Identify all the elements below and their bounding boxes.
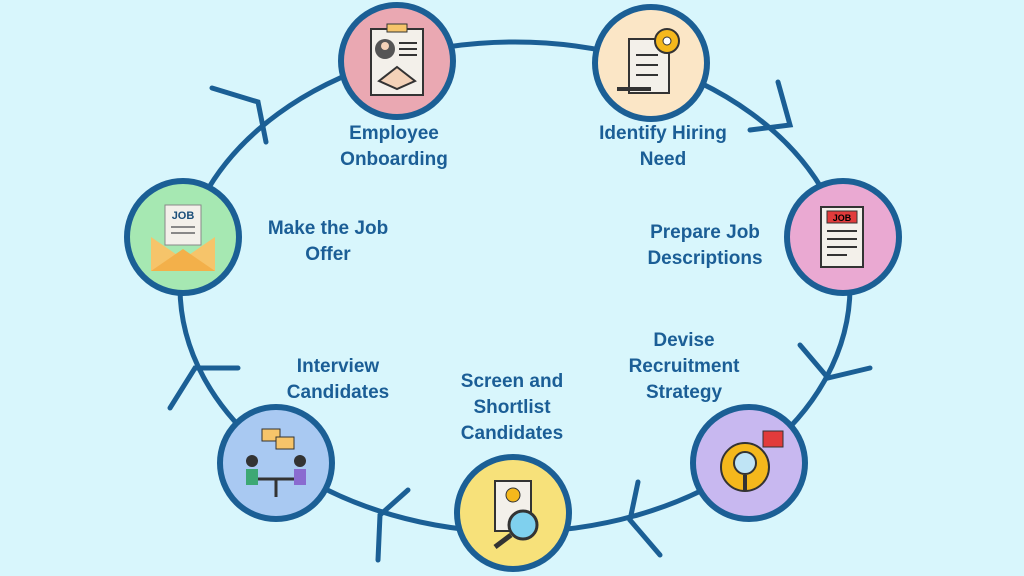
- svg-text:JOB: JOB: [172, 210, 195, 222]
- arrow-chevron: [627, 479, 663, 558]
- node-screen-shortlist: [454, 454, 572, 572]
- node-interview-candidates: [217, 404, 335, 522]
- interview-icon: [246, 428, 306, 497]
- arrow-chevron: [167, 365, 241, 411]
- job-description-icon: JOB: [820, 206, 864, 268]
- arrow-chevron: [797, 342, 873, 381]
- onboarding-handshake-icon: [370, 23, 424, 96]
- clipboard-gear-icon: [617, 28, 680, 94]
- gear-search-icon: [720, 430, 784, 492]
- arrow-chevron: [209, 85, 269, 145]
- resume-magnifier-icon: [493, 480, 539, 549]
- node-employee-onboarding: [338, 2, 456, 120]
- node-identify-hiring-need: [592, 4, 710, 122]
- node-prepare-job-descriptions: JOB: [784, 178, 902, 296]
- arrow-chevron: [747, 79, 794, 133]
- node-make-job-offer: JOB: [124, 178, 242, 296]
- svg-text:JOB: JOB: [833, 213, 852, 223]
- arrow-chevron: [375, 487, 411, 563]
- node-devise-recruitment-strategy: [690, 404, 808, 522]
- job-offer-envelope-icon: JOB: [151, 204, 215, 271]
